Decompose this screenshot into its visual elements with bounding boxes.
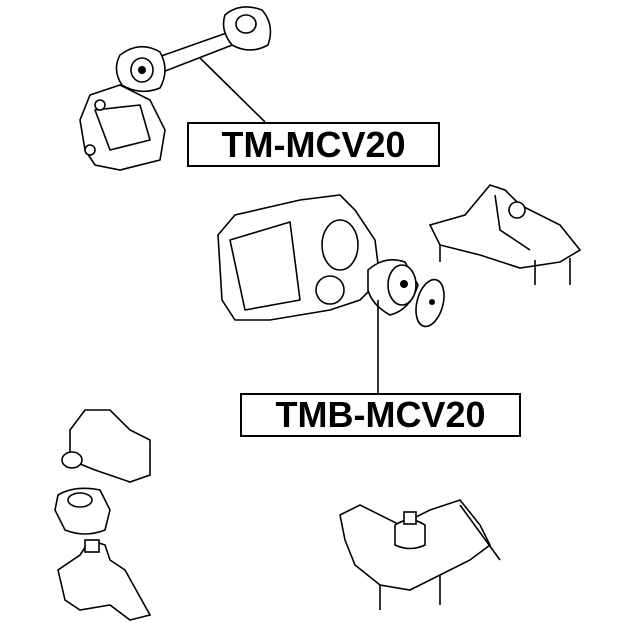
part-number-label-tm-mcv20: TM-MCV20 — [187, 122, 440, 167]
engine-mount-bottom-right-illustration — [339, 499, 501, 610]
leader-line-part1 — [199, 57, 266, 123]
transmission-case-illustration — [217, 194, 381, 321]
part-number-label-tmb-mcv20: TMB-MCV20 — [240, 393, 521, 437]
bracket-right-illustration — [428, 184, 582, 285]
torque-rod-illustration — [115, 6, 272, 93]
bracket-top-left-illustration — [79, 84, 166, 171]
mount-bushing-illustration — [367, 259, 445, 328]
engine-mount-bottom-left-illustration — [54, 409, 152, 621]
